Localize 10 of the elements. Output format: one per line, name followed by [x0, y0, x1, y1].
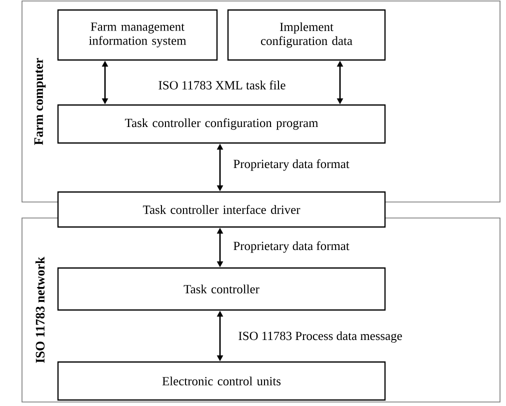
process-box: Task controller: [57, 267, 386, 311]
edge-label: ISO 11783 Process data message: [238, 331, 402, 343]
process-box: Electronic control units: [57, 361, 386, 401]
edge-label: Proprietary data format: [234, 159, 350, 171]
edge-label: ISO 11783 XML task file: [158, 80, 286, 90]
process-box: Task controller configuration program: [57, 104, 386, 144]
process-box: Farm management information system: [57, 9, 218, 61]
process-box: Task controller interface driver: [57, 191, 386, 228]
process-box: Implement configuration data: [227, 9, 386, 61]
edge-label: Proprietary data format: [234, 241, 350, 253]
